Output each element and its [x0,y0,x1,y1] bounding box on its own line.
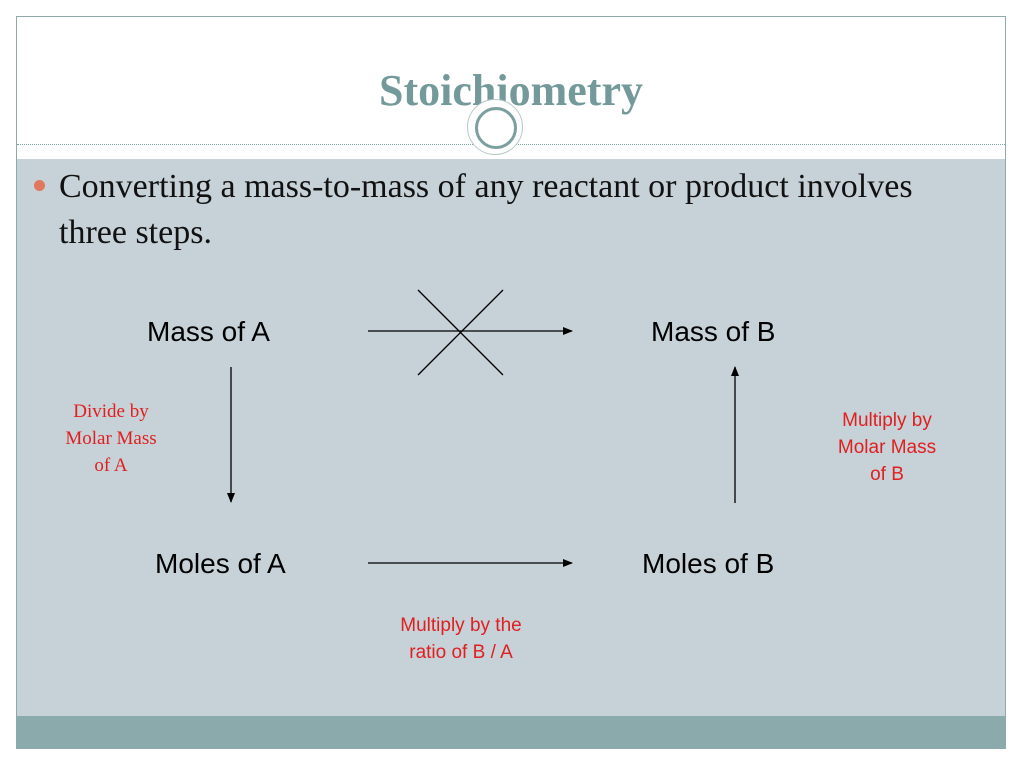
note-line: Molar Mass [65,428,157,449]
note-line: Multiply by [842,410,932,431]
note-line: of B [870,464,904,485]
divider-medallion-icon [467,99,523,155]
bullet-icon [34,180,45,191]
node-mass-of-a: Mass of A [147,316,270,347]
node-moles-of-b: Moles of B [642,548,775,579]
cross-out-mark-line [417,289,504,376]
note-divide-molar-mass-a: Divide by Molar Mass of A [40,398,182,479]
bullet-text: Converting a mass-to-mass of any reactan… [59,168,913,251]
footer-bar [17,716,1005,748]
node-moles-of-a: Moles of A [155,548,286,579]
note-line: of A [94,455,128,476]
note-line: Multiply by the [400,615,522,636]
note-line: Molar Mass [837,437,937,458]
note-line: Divide by [73,401,149,422]
note-multiply-molar-mass-b: Multiply by Molar Mass of B [817,407,957,488]
content-area [17,159,1005,716]
medallion-ring [475,107,517,149]
node-mass-of-b: Mass of B [651,316,776,347]
note-multiply-ratio: Multiply by the ratio of B / A [376,612,546,666]
note-line: ratio of B / A [409,642,513,663]
